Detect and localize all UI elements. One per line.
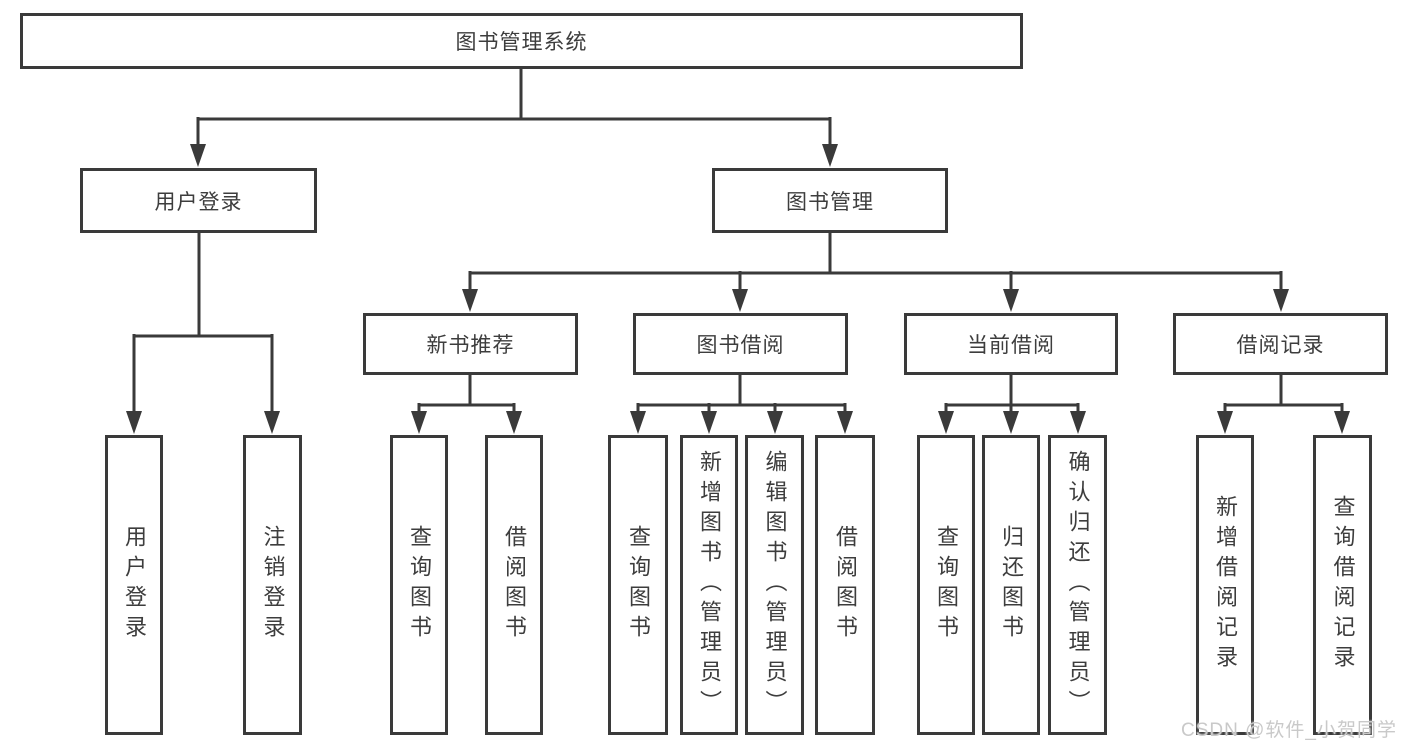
- node-confirm-return-admin: 确认归还（管理员）: [1048, 435, 1107, 735]
- node-label: 确认归还（管理员）: [1065, 450, 1091, 720]
- node-label: 查询图书: [626, 525, 651, 645]
- node-label: 查询借阅记录: [1330, 495, 1356, 675]
- node-book-management: 图书管理: [712, 168, 948, 233]
- node-user-login-leaf: 用户登录: [105, 435, 163, 735]
- node-label: 当前借阅: [967, 334, 1055, 357]
- node-label: 归还图书: [999, 525, 1024, 645]
- node-label: 借阅记录: [1236, 334, 1325, 357]
- node-label: 图书借阅: [696, 334, 785, 357]
- node-return-books: 归还图书: [982, 435, 1040, 735]
- node-library-system: 图书管理系统: [20, 13, 1023, 69]
- node-label: 用户登录: [154, 190, 243, 214]
- node-edit-books-admin: 编辑图书（管理员）: [745, 435, 804, 735]
- node-new-book-recommendation: 新书推荐: [363, 313, 578, 375]
- node-query-books-current: 查询图书: [917, 435, 975, 735]
- node-label: 查询图书: [934, 525, 959, 645]
- node-current-borrowing: 当前借阅: [904, 313, 1118, 375]
- node-logout: 注销登录: [243, 435, 302, 735]
- node-borrow-books: 借阅图书: [815, 435, 875, 735]
- node-label: 新增借阅记录: [1213, 495, 1238, 675]
- node-book-borrowing: 图书借阅: [633, 313, 848, 375]
- node-borrow-books-recommend: 借阅图书: [485, 435, 543, 735]
- node-label: 编辑图书（管理员）: [762, 450, 788, 720]
- node-query-books-recommend: 查询图书: [390, 435, 448, 735]
- node-label: 图书管理: [786, 190, 874, 214]
- node-label: 图书管理系统: [455, 31, 588, 54]
- node-borrowing-records: 借阅记录: [1173, 313, 1388, 375]
- node-add-borrow-record: 新增借阅记录: [1196, 435, 1254, 735]
- node-user-login: 用户登录: [80, 168, 317, 233]
- node-label: 用户登录: [122, 525, 147, 645]
- node-query-borrow-record: 查询借阅记录: [1313, 435, 1372, 735]
- node-label: 借阅图书: [502, 525, 527, 645]
- csdn-watermark: CSDN @软件_小贺同学: [1181, 720, 1397, 741]
- node-label: 新书推荐: [426, 334, 515, 357]
- node-label: 查询图书: [407, 525, 432, 645]
- node-label: 注销登录: [260, 525, 286, 645]
- node-label: 新增图书（管理员）: [697, 450, 722, 720]
- arrowheads: [126, 144, 1350, 434]
- node-query-books-borrow: 查询图书: [608, 435, 668, 735]
- node-label: 借阅图书: [833, 525, 858, 645]
- node-add-books-admin: 新增图书（管理员）: [680, 435, 738, 735]
